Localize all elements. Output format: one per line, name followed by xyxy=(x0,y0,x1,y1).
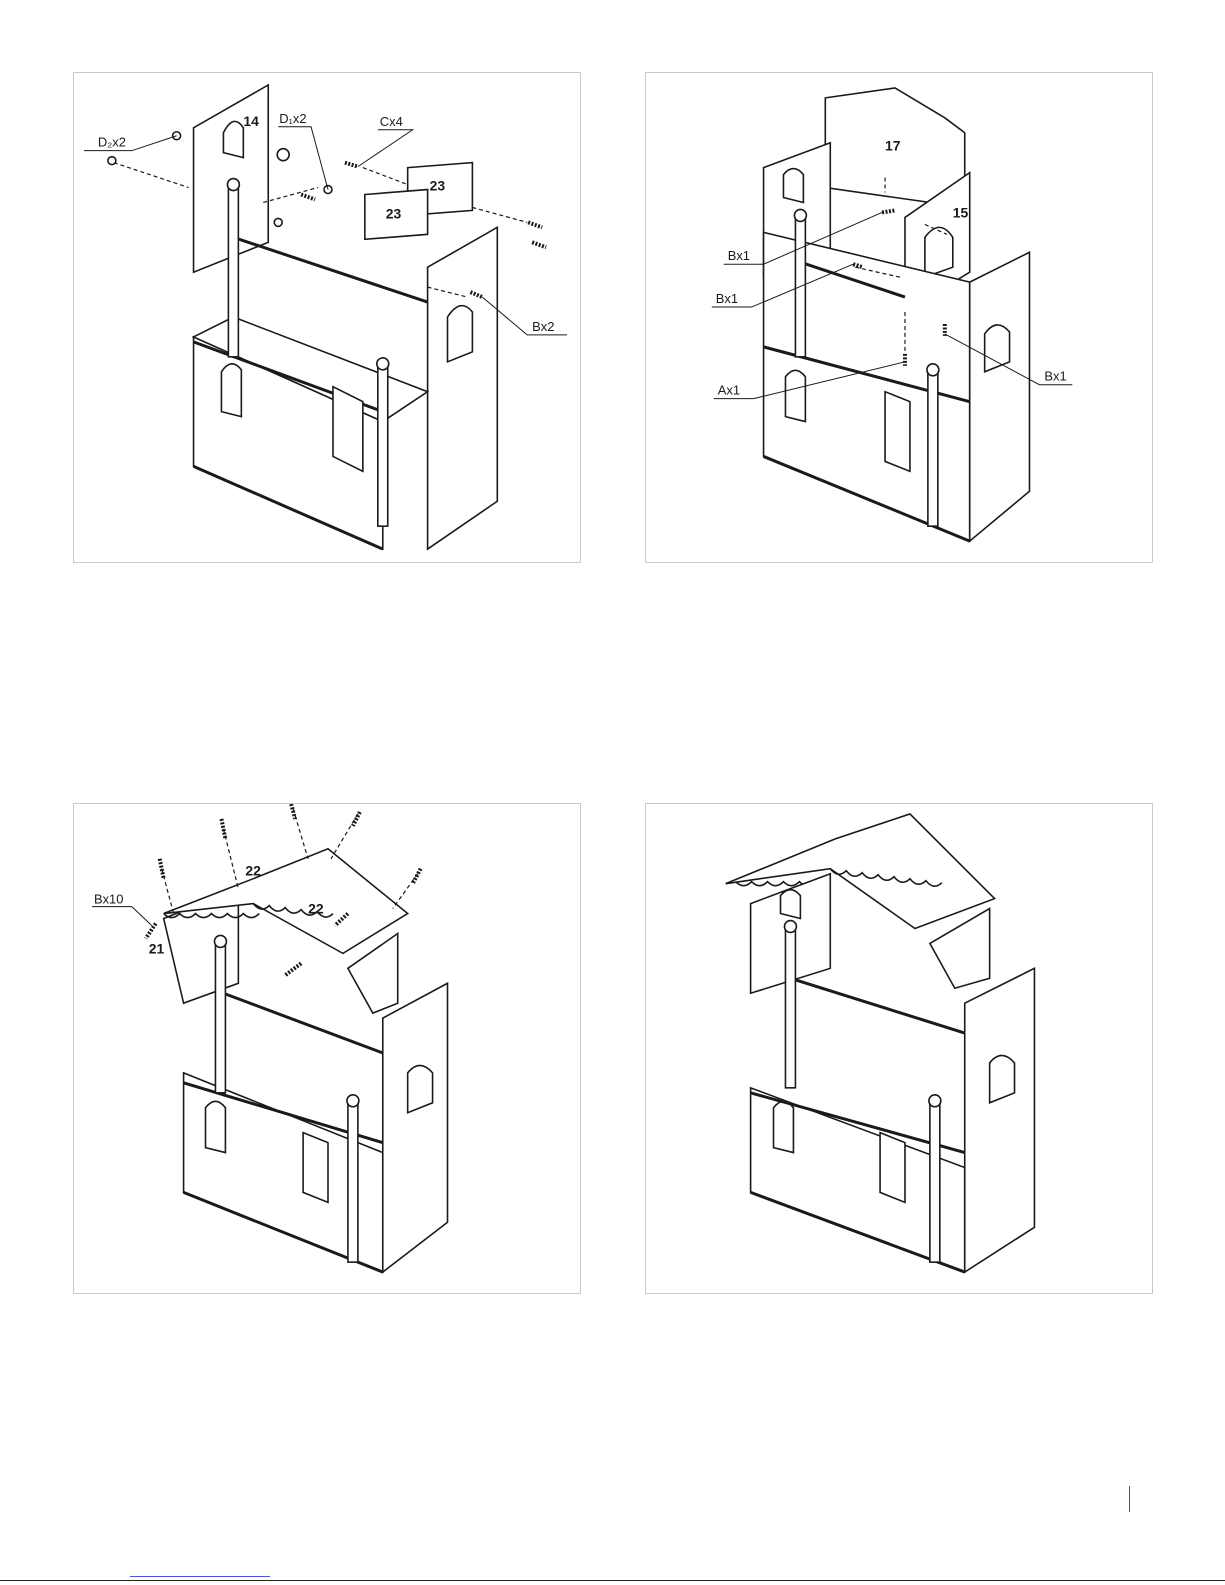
right-post-knob xyxy=(927,364,939,376)
roof-screw-path-1 xyxy=(162,869,174,914)
right-post-knob xyxy=(377,358,389,370)
label-b1-2: Bx1 xyxy=(716,291,738,306)
dowel-c-4 xyxy=(532,242,546,247)
assembly-step-1-diagram: D₂x2 D₁x2 Cx4 Bx2 14 23 23 xyxy=(74,73,580,562)
assembly-step-3-diagram: Bx10 21 22 22 xyxy=(74,804,580,1293)
part-number-22-right: 22 xyxy=(308,901,324,917)
top-rail xyxy=(790,978,964,1033)
right-side-panel xyxy=(383,983,448,1272)
dowel-c-2 xyxy=(301,195,315,200)
page-number-marker xyxy=(1129,1486,1130,1512)
c-leader xyxy=(358,130,413,167)
interior-wall xyxy=(303,1133,328,1203)
part-number-23-lower: 23 xyxy=(386,205,402,221)
d2-screw-head-2 xyxy=(173,132,181,140)
label-b10: Bx10 xyxy=(94,892,124,907)
label-d1: D₁x2 xyxy=(279,111,306,126)
label-b1-3: Bx1 xyxy=(1044,369,1066,384)
label-b: Bx2 xyxy=(532,319,554,334)
d2-screw-head-1 xyxy=(108,157,116,165)
label-b1-1: Bx1 xyxy=(728,248,750,263)
body-front xyxy=(764,232,970,541)
assembly-step-2-panel: Bx1 Bx1 Bx1 Ax1 17 15 xyxy=(645,72,1153,563)
d2-screw-path xyxy=(114,163,189,188)
dowel-c-1 xyxy=(345,163,358,167)
roof-screw-path-3 xyxy=(293,809,308,859)
left-post-knob xyxy=(227,179,239,191)
left-post xyxy=(795,217,805,356)
left-post xyxy=(785,928,795,1087)
right-side-panel xyxy=(965,968,1035,1272)
label-d2: D₂x2 xyxy=(98,135,126,150)
left-post-knob xyxy=(214,935,226,947)
screw-b-3 xyxy=(291,804,295,819)
part-number-15: 15 xyxy=(953,204,969,220)
right-post-knob xyxy=(347,1095,359,1107)
right-post xyxy=(378,367,388,526)
screw-b-5 xyxy=(413,869,421,884)
right-side-panel xyxy=(428,227,498,549)
c-dowel-path-2 xyxy=(472,207,527,222)
part-number-17: 17 xyxy=(885,138,901,154)
right-side-panel xyxy=(970,252,1030,541)
right-post xyxy=(928,372,938,526)
left-post-knob xyxy=(784,921,796,933)
screw-b1-upper xyxy=(882,210,895,212)
footer-link-underline[interactable] xyxy=(130,1576,270,1577)
interior-wall xyxy=(880,1133,905,1203)
top-rail xyxy=(233,237,427,302)
screw-b-7 xyxy=(285,963,301,975)
assembly-step-3-panel: Bx10 21 22 22 xyxy=(73,803,581,1294)
arch-wall xyxy=(930,909,990,989)
part-number-21: 21 xyxy=(149,940,165,956)
assembly-step-4-diagram xyxy=(646,804,1152,1293)
part-number-23-upper: 23 xyxy=(430,178,446,194)
interior-wall xyxy=(885,392,910,472)
assembly-step-4-panel xyxy=(645,803,1153,1294)
label-a1: Ax1 xyxy=(718,383,740,398)
right-post xyxy=(930,1103,940,1262)
screw-b-4 xyxy=(353,812,360,826)
assembly-step-2-diagram: Bx1 Bx1 Bx1 Ax1 17 15 xyxy=(646,73,1152,562)
d1-screw-path xyxy=(263,188,318,203)
footer-rule xyxy=(0,1580,1225,1581)
right-post xyxy=(348,1103,358,1262)
b10-leader xyxy=(92,907,152,926)
part-number-14: 14 xyxy=(243,113,259,129)
screw-b-8 xyxy=(146,924,156,939)
c-dowel-path-1 xyxy=(363,168,408,185)
label-c: Cx4 xyxy=(380,114,403,129)
assembly-step-1-panel: D₂x2 D₁x2 Cx4 Bx2 14 23 23 xyxy=(73,72,581,563)
left-post xyxy=(215,943,225,1092)
left-post-knob xyxy=(794,209,806,221)
d1-bolt-1 xyxy=(274,218,282,226)
left-post xyxy=(228,188,238,357)
top-rail xyxy=(223,993,382,1053)
right-post-knob xyxy=(929,1095,941,1107)
dowel-c-3 xyxy=(528,222,542,227)
rear-post-knob xyxy=(277,149,289,161)
part-number-22-left: 22 xyxy=(245,863,261,879)
interior-wall xyxy=(333,387,363,472)
